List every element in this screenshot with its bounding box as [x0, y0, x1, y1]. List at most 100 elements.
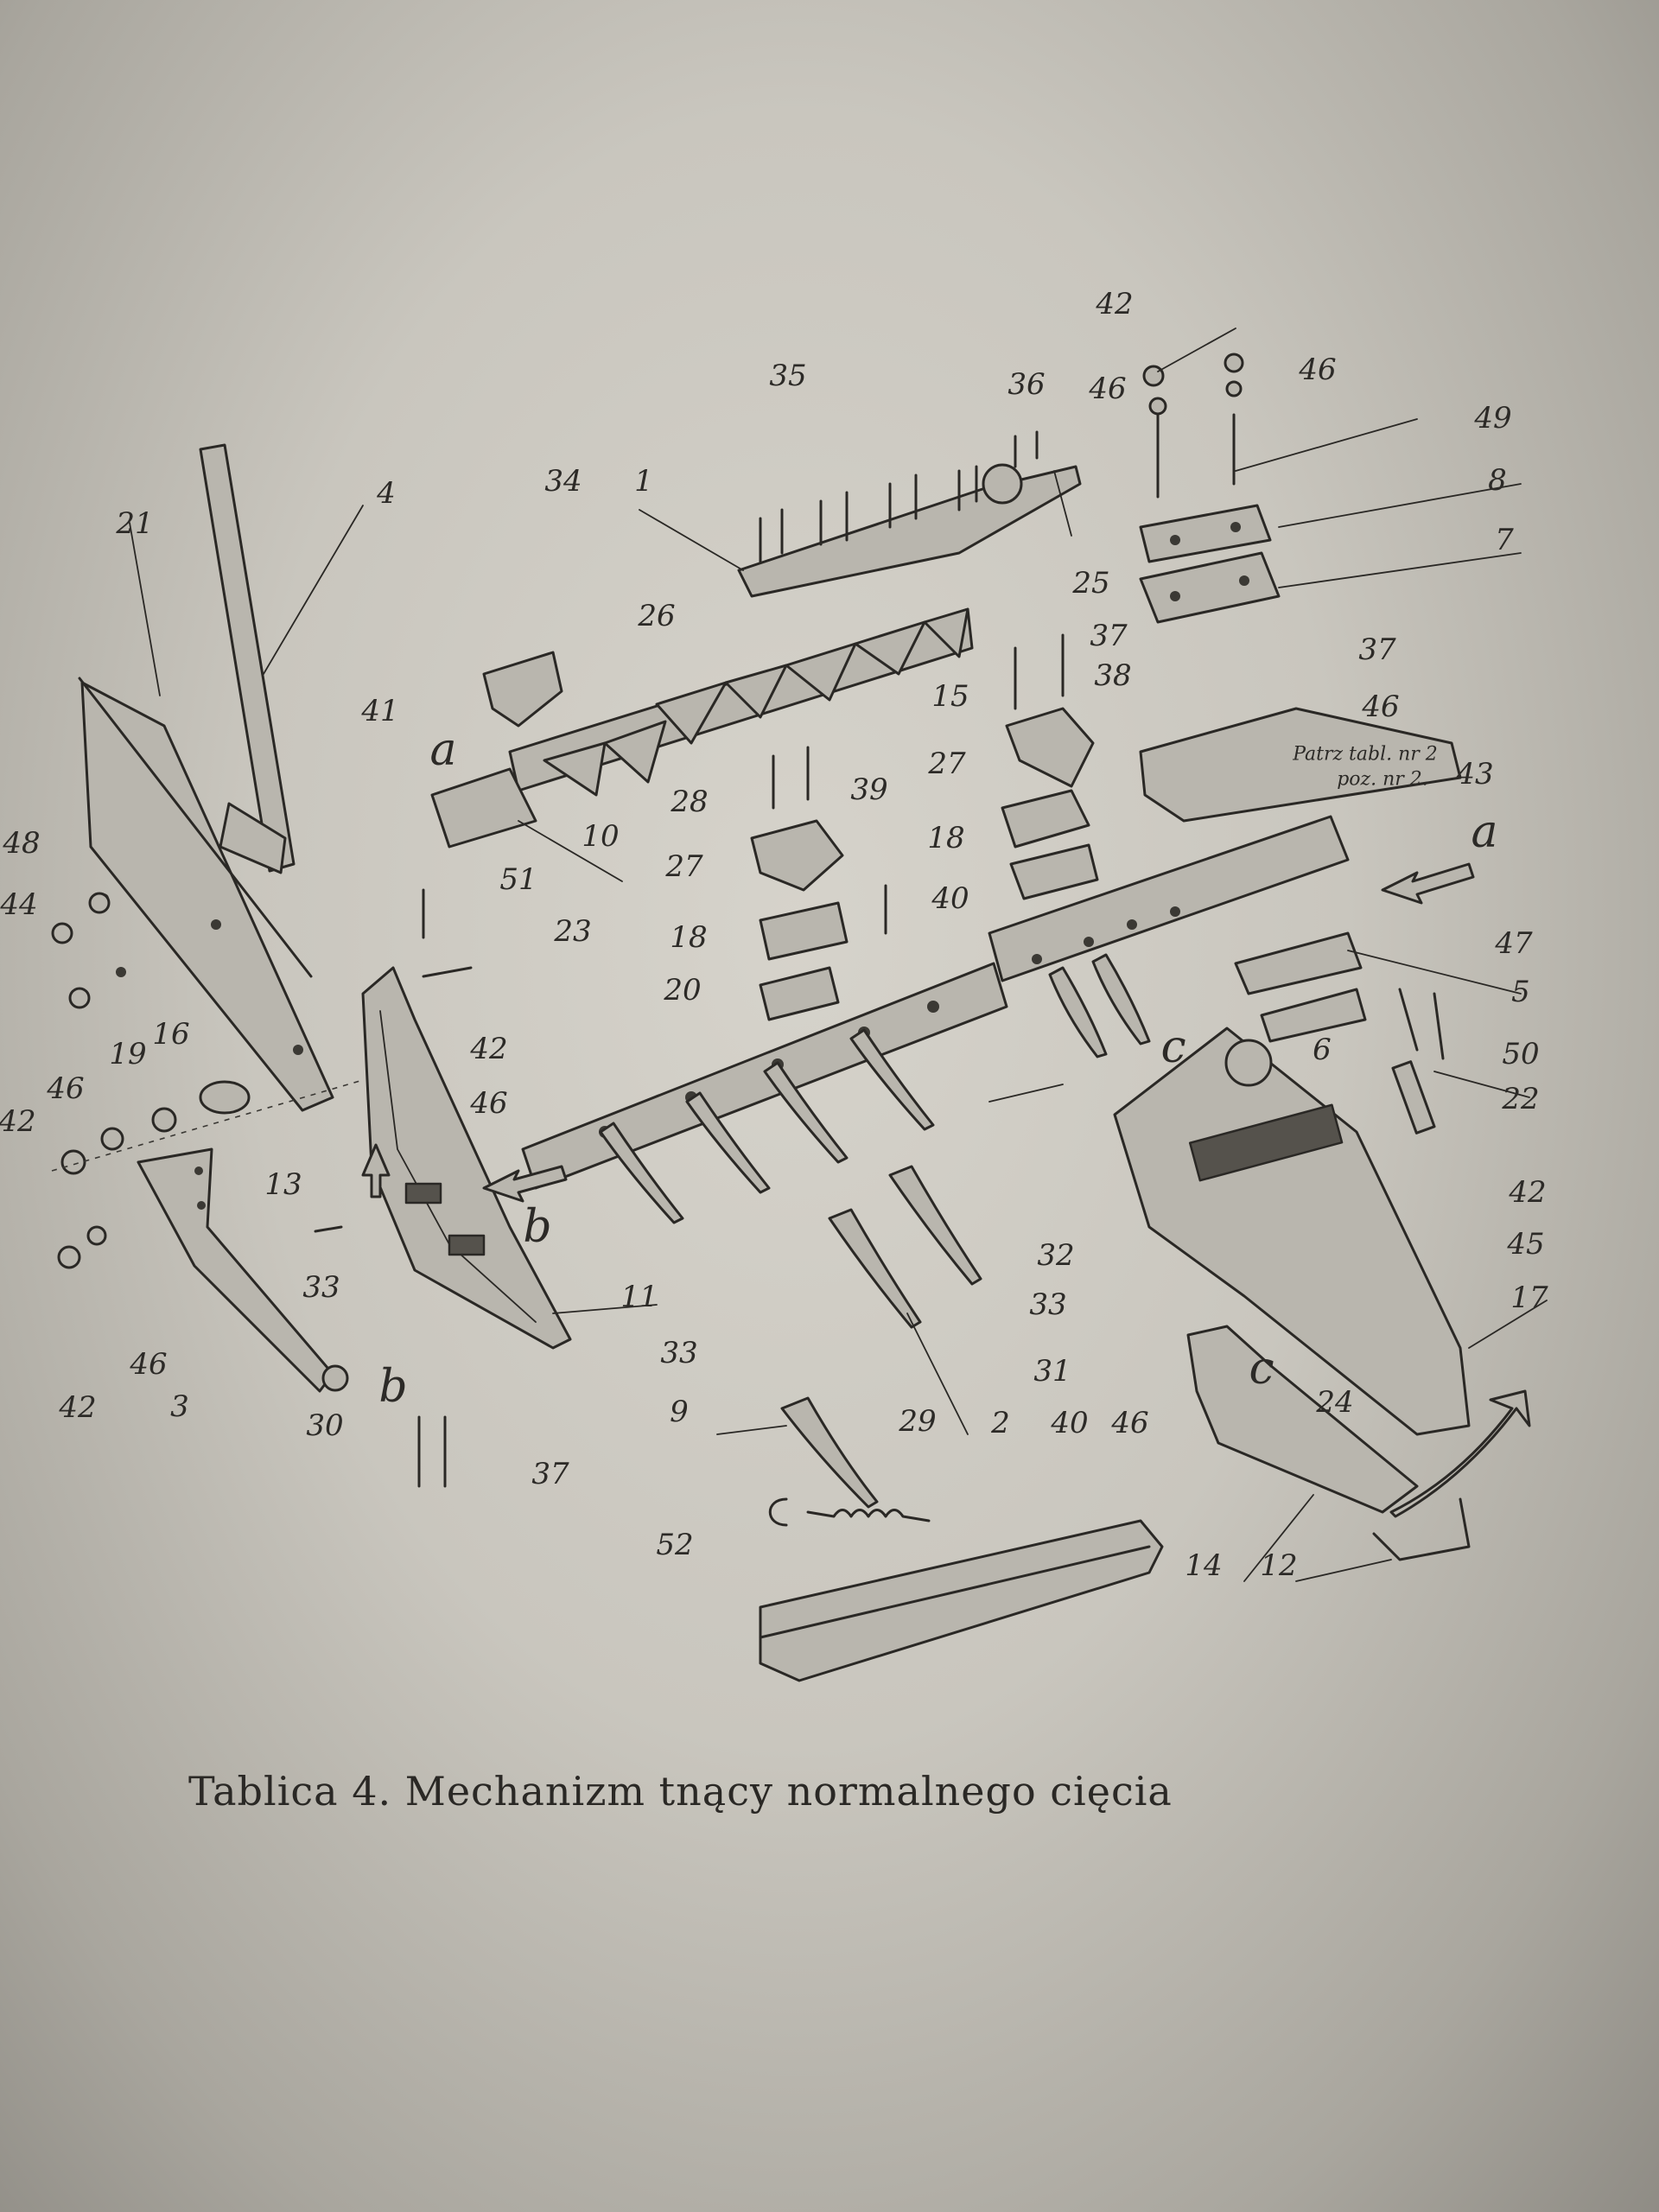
part-35-rivets [759, 430, 1039, 563]
section-mark-b-lower: b [378, 1361, 408, 1413]
label-20: 20 [664, 973, 702, 1007]
label-8: 8 [1488, 463, 1507, 498]
part-17-outer-shoe [1113, 1027, 1471, 1436]
label-29: 29 [899, 1404, 937, 1439]
label-21: 21 [116, 506, 154, 541]
label-34: 34 [544, 464, 582, 499]
part-8-7-clip-plates [1139, 353, 1281, 624]
part-20-finger-bar [521, 962, 1008, 1224]
label-16: 16 [152, 1017, 190, 1052]
label-47: 47 [1495, 926, 1533, 961]
section-mark-a-right: a [1471, 806, 1498, 858]
left-bracket-stack [750, 746, 887, 1021]
label-42: 42 [1096, 287, 1134, 321]
reference-note-line-2: poz. nr 2. [1337, 768, 1428, 791]
label-27: 27 [665, 849, 703, 884]
reference-plate [1139, 707, 1462, 823]
label-10: 10 [582, 819, 620, 854]
section-mark-c-lower: c [1249, 1343, 1274, 1395]
section-mark-a: a [429, 724, 457, 776]
label-18: 18 [927, 821, 965, 855]
leader-lines [129, 327, 1548, 1582]
label-37: 37 [1358, 632, 1396, 667]
section-mark-c: c [1160, 1021, 1186, 1073]
label-22: 22 [1502, 1082, 1540, 1116]
part-6-22-50 [1234, 931, 1445, 1135]
label-43: 43 [1456, 757, 1494, 791]
label-23: 23 [554, 914, 592, 949]
part-4-divider-rod [199, 443, 296, 874]
label-4: 4 [377, 476, 396, 511]
label-42: 42 [1509, 1175, 1547, 1210]
label-9: 9 [670, 1395, 689, 1429]
label-14: 14 [1185, 1548, 1223, 1583]
part-2-guards [780, 1165, 982, 1509]
right-bracket-stack [1001, 633, 1099, 900]
label-37: 37 [531, 1457, 569, 1491]
label-5: 5 [1511, 975, 1530, 1009]
label-33: 33 [1029, 1287, 1067, 1322]
label-31: 31 [1033, 1354, 1071, 1389]
label-46: 46 [1089, 372, 1127, 406]
section-arrows [361, 862, 1475, 1203]
label-42: 42 [470, 1032, 508, 1066]
label-37: 37 [1090, 619, 1128, 653]
label-33: 33 [302, 1270, 340, 1305]
label-49: 49 [1474, 401, 1512, 435]
label-27: 27 [928, 747, 966, 781]
label-46: 46 [1362, 690, 1400, 724]
label-46: 46 [1111, 1406, 1149, 1440]
label-3: 3 [170, 1389, 189, 1424]
label-26: 26 [638, 599, 676, 633]
label-51: 51 [499, 862, 537, 897]
label-50: 50 [1502, 1037, 1540, 1071]
small-bolts [314, 888, 473, 1488]
label-42: 42 [59, 1390, 97, 1425]
label-30: 30 [306, 1408, 344, 1443]
label-40: 40 [1051, 1406, 1089, 1440]
part-5-finger-bar [988, 815, 1350, 1058]
label-17: 17 [1510, 1281, 1548, 1315]
label-24: 24 [1316, 1385, 1354, 1420]
label-42: 42 [0, 1104, 36, 1139]
label-7: 7 [1495, 523, 1514, 557]
label-11: 11 [620, 1280, 658, 1314]
label-52: 52 [656, 1528, 694, 1562]
part-11-inner-shoe [361, 966, 572, 1350]
label-48: 48 [3, 826, 41, 861]
label-25: 25 [1072, 566, 1110, 601]
left-fasteners [51, 892, 364, 1269]
part-14-outer-skid [1186, 1325, 1419, 1514]
label-15: 15 [931, 679, 969, 714]
part-1-knife-back [737, 463, 1082, 598]
label-28: 28 [671, 785, 709, 819]
label-38: 38 [1094, 658, 1132, 693]
part-25-knife-sections [430, 607, 974, 849]
label-41: 41 [361, 694, 399, 728]
label-12: 12 [1260, 1548, 1298, 1583]
label-35: 35 [769, 359, 807, 393]
part-21-divider-plate [78, 677, 334, 1112]
label-18: 18 [670, 920, 708, 955]
label-36: 36 [1007, 367, 1046, 402]
part-3-skid-shoe [137, 1147, 349, 1393]
label-46: 46 [1299, 353, 1337, 387]
section-mark-b: b [523, 1201, 552, 1253]
label-33: 33 [660, 1336, 698, 1370]
part-12-lever [1372, 1389, 1531, 1561]
figure-caption: Tablica 4. Mechanizm tnący normalnego ci… [188, 1768, 1173, 1815]
label-46: 46 [130, 1347, 168, 1382]
label-39: 39 [850, 772, 888, 807]
label-32: 32 [1037, 1238, 1075, 1273]
label-2: 2 [991, 1406, 1010, 1440]
label-44: 44 [0, 887, 38, 922]
label-6: 6 [1313, 1033, 1332, 1067]
label-13: 13 [264, 1167, 302, 1202]
label-40: 40 [931, 881, 969, 916]
label-19: 19 [109, 1037, 147, 1071]
label-46: 46 [470, 1086, 508, 1121]
part-52-cover [759, 1497, 1164, 1682]
label-46: 46 [47, 1071, 85, 1106]
